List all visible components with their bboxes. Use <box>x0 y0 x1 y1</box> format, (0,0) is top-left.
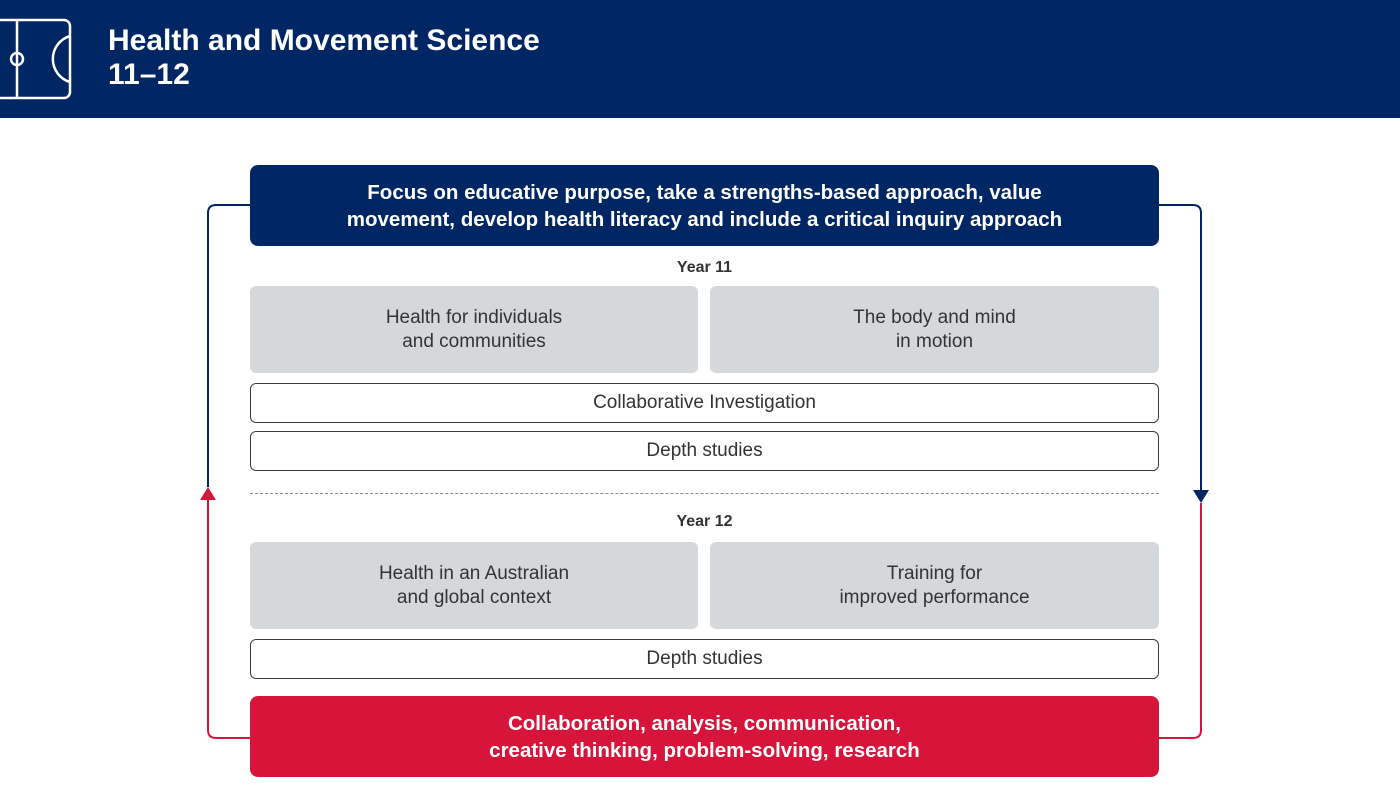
year-12-label: Year 12 <box>676 513 733 530</box>
header-banner: Health and Movement Science 11–12 <box>0 0 1400 118</box>
focus-box: Focus on educative purpose, take a stren… <box>250 165 1159 246</box>
year-12-depth-studies-bar: Depth studies <box>250 639 1159 679</box>
module-body-mind: The body and mind in motion <box>710 286 1159 373</box>
year-divider <box>250 493 1159 494</box>
page-title: Health and Movement Science 11–12 <box>108 24 540 92</box>
title-line-1: Health and Movement Science <box>108 24 540 57</box>
module-health-australian: Health in an Australian and global conte… <box>250 542 698 629</box>
year-11-label: Year 11 <box>676 259 733 276</box>
module-training: Training for improved performance <box>710 542 1159 629</box>
navy-connector-left <box>207 204 250 487</box>
skills-box: Collaboration, analysis, communication, … <box>250 696 1159 777</box>
red-connector-right <box>1159 503 1202 739</box>
title-line-2: 11–12 <box>108 58 190 91</box>
red-connector-left <box>207 500 250 739</box>
year-11-depth-studies-bar: Depth studies <box>250 431 1159 471</box>
module-health-individuals: Health for individuals and communities <box>250 286 698 373</box>
navy-connector-right <box>1159 204 1202 490</box>
up-arrow-icon <box>200 487 216 500</box>
collaborative-investigation-bar: Collaborative Investigation <box>250 383 1159 423</box>
down-arrow-icon <box>1193 490 1209 503</box>
sports-field-icon <box>0 18 72 100</box>
